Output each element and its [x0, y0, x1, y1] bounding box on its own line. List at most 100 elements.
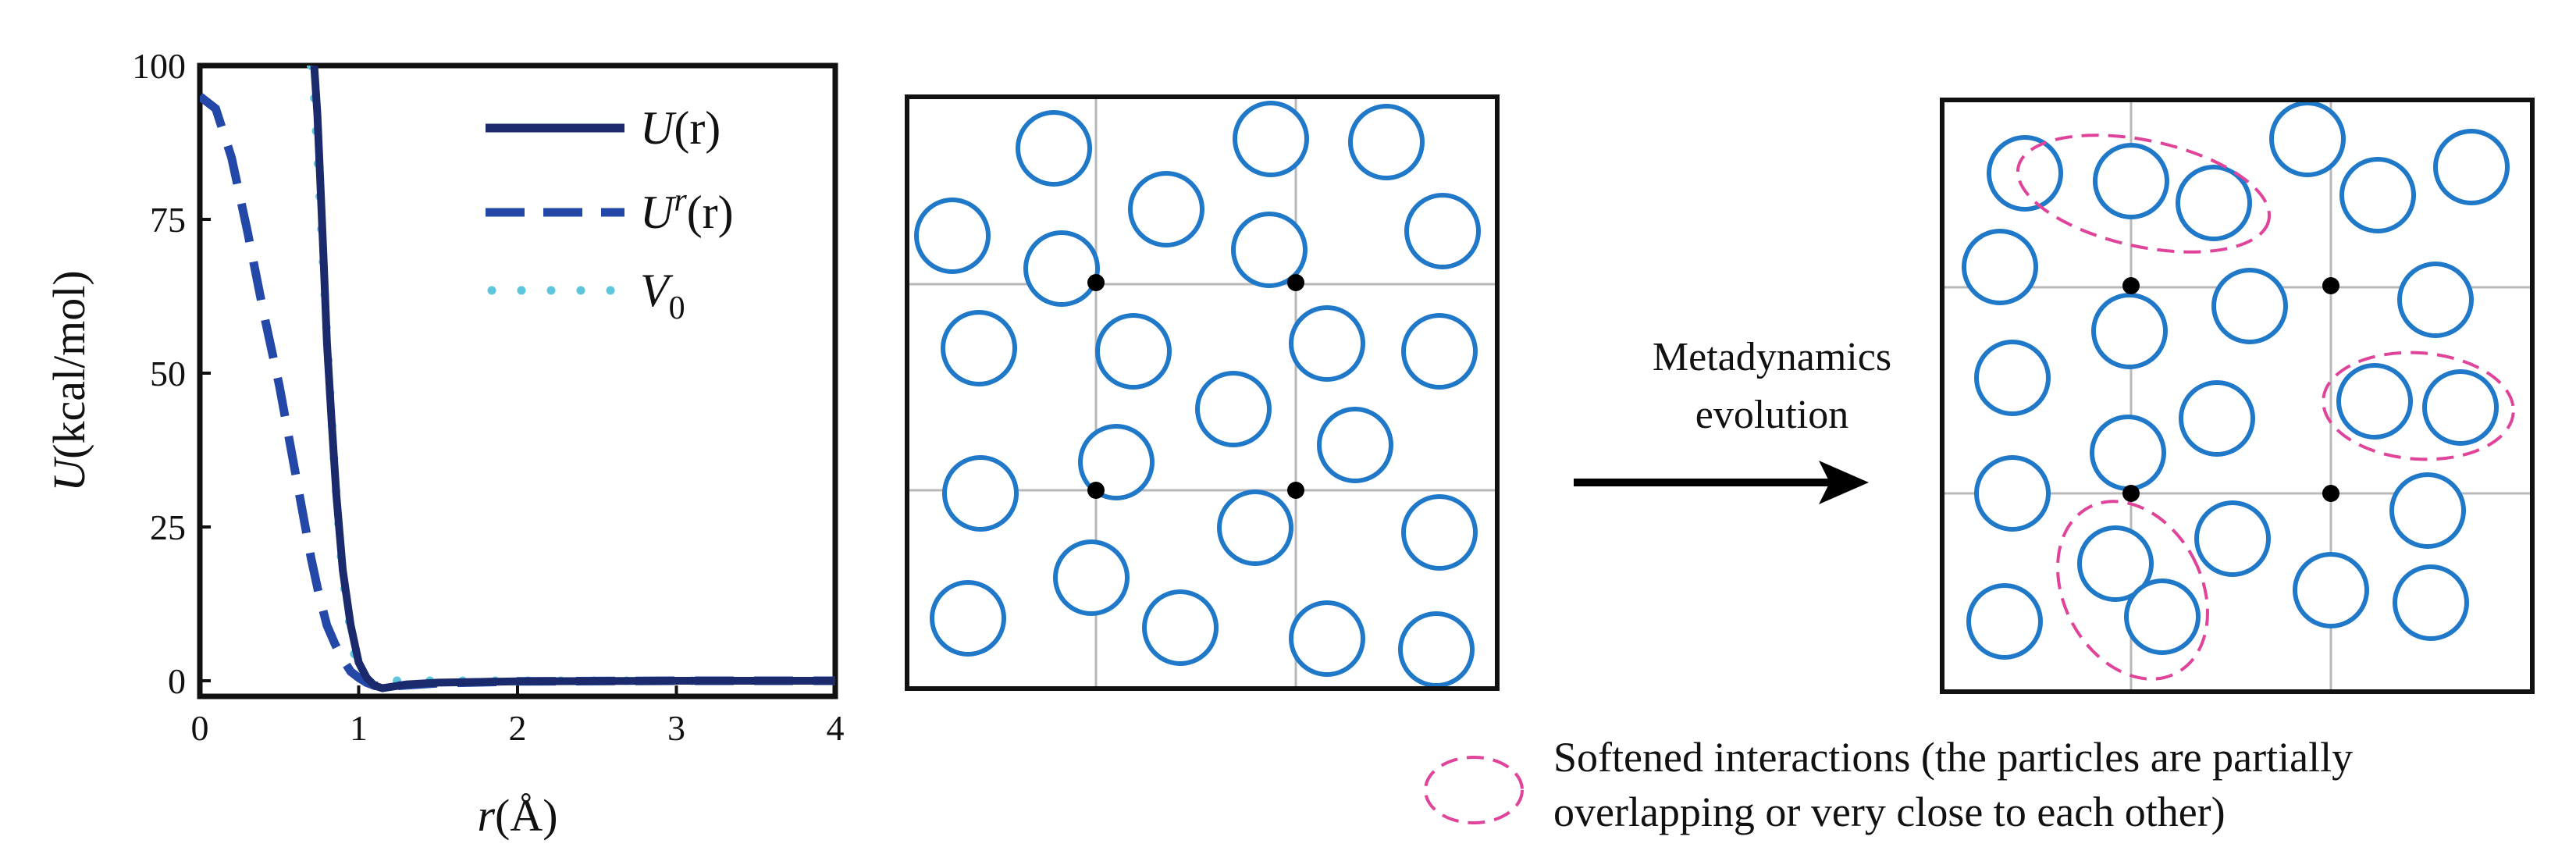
particles-initial — [914, 101, 1481, 688]
y-tick-label: 25 — [150, 507, 186, 547]
particle — [1016, 110, 1092, 187]
particle — [2389, 472, 2466, 549]
particle — [2077, 525, 2154, 602]
particle — [2176, 165, 2252, 241]
particle — [2124, 578, 2201, 655]
particle — [1966, 583, 2043, 660]
particle — [2194, 500, 2271, 577]
softened-legend-swatch — [1424, 756, 1524, 824]
particle — [2179, 380, 2255, 457]
legend-label-u: U(r) — [640, 102, 720, 154]
x-axis-label-variable: r — [477, 790, 495, 841]
softened-pair-outline — [2322, 351, 2515, 461]
softened-legend: Softened interactions (the particles are… — [1424, 734, 2353, 835]
particle — [1078, 424, 1155, 500]
lattice-site — [1287, 274, 1304, 291]
lattice-site — [2122, 485, 2140, 502]
softened-legend-text-line2: overlapping or very close to each other) — [1553, 788, 2226, 835]
softened-interaction-markers — [2016, 133, 2515, 681]
y-axis-ticks — [200, 64, 211, 682]
series-line-dashed — [200, 93, 835, 691]
particle — [1231, 212, 1308, 288]
particle — [2433, 129, 2510, 205]
x-tick-label: 4 — [827, 708, 845, 748]
simulation-box-initial — [905, 94, 1500, 691]
legend-label-v0: V0 — [640, 265, 685, 326]
particle — [1404, 193, 1481, 269]
particle — [1217, 489, 1293, 566]
softened-pair-outline — [2016, 133, 2272, 254]
x-axis-label-unit: (Å) — [495, 790, 558, 841]
softened-legend-text-line1: Softened interactions (the particles are… — [1553, 734, 2353, 781]
particle — [2397, 262, 2474, 338]
x-tick-label: 0 — [191, 708, 209, 748]
particle — [2339, 157, 2416, 233]
lattice-site — [1287, 482, 1304, 499]
evolved-configuration-panel — [1940, 98, 2535, 694]
particle — [1053, 539, 1130, 616]
lattice-site — [2322, 485, 2339, 502]
x-axis-label: r(Å) — [477, 790, 557, 841]
particle — [1289, 600, 1365, 677]
particle — [1195, 371, 1272, 447]
y-tick-label: 100 — [132, 46, 186, 86]
particle — [2093, 143, 2169, 219]
particle — [1289, 305, 1365, 382]
particle — [1987, 135, 2063, 212]
chart-legend: U(r) Ur(r) V0 — [486, 102, 734, 326]
y-tick-label: 75 — [150, 200, 186, 240]
series-line-dotted — [306, 66, 835, 685]
x-tick-label: 2 — [509, 708, 527, 748]
particles-evolved — [1962, 101, 2510, 660]
initial-configuration-panel — [905, 94, 1500, 691]
particle — [1128, 171, 1204, 247]
y-axis-label-unit: (kcal/mol) — [44, 270, 94, 459]
lattice-sites-right — [2122, 277, 2339, 502]
particle — [942, 455, 1019, 532]
lattice-site — [1087, 482, 1105, 499]
lattice-site — [2322, 277, 2339, 294]
x-tick-label: 1 — [350, 708, 368, 748]
plot-frame — [197, 62, 838, 699]
particle — [930, 580, 1006, 657]
series-line-solid — [310, 66, 835, 692]
particle — [1962, 229, 2038, 305]
particle — [941, 310, 1017, 386]
potential-chart: 0 1 2 3 4 0 25 50 75 100 r(Å) U(kcal/mol) U(r) U… — [44, 46, 845, 841]
y-tick-label: 50 — [150, 354, 186, 393]
softened-pair-outline — [2056, 500, 2209, 681]
particle — [1974, 455, 2051, 532]
arrow-label-line2: evolution — [1695, 393, 1848, 437]
particle — [914, 198, 991, 274]
particle — [1401, 313, 1478, 390]
particle — [1348, 104, 1425, 180]
y-axis-label-variable: U — [44, 456, 94, 492]
y-axis-label: U(kcal/mol) — [44, 270, 94, 491]
series-lines — [200, 66, 835, 692]
x-axis-ticks — [198, 685, 837, 696]
lattice-sites-left — [1087, 274, 1304, 499]
x-tick-label: 3 — [667, 708, 685, 748]
simulation-box-evolved — [1940, 98, 2535, 694]
particle — [2393, 564, 2469, 641]
particle — [2090, 415, 2166, 491]
evolution-arrow-group: Metadynamics evolution — [1574, 335, 1891, 504]
arrow-label-line1: Metadynamics — [1653, 335, 1891, 379]
particle — [1095, 313, 1172, 390]
particle — [1023, 230, 1100, 307]
particle — [1142, 589, 1219, 666]
particle — [2091, 293, 2168, 369]
particle — [1317, 407, 1393, 483]
particle — [1398, 611, 1475, 688]
lattice-site — [2122, 277, 2140, 294]
evolution-arrow-head — [1819, 461, 1869, 504]
particle — [2269, 101, 2346, 177]
particle — [2422, 369, 2499, 446]
particle — [1974, 340, 2051, 416]
particle — [2293, 552, 2369, 628]
legend-label-ur: Ur(r) — [640, 183, 734, 238]
particle — [2211, 268, 2288, 344]
x-axis-tick-labels: 0 1 2 3 4 — [191, 708, 845, 748]
